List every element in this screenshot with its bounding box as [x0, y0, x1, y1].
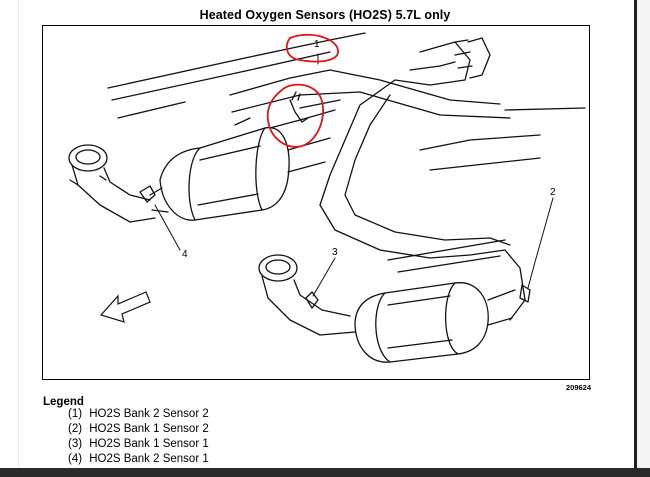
- legend-item-label: HO2S Bank 2 Sensor 1: [89, 453, 209, 465]
- sensor-2-body: [519, 284, 531, 303]
- legend-item-label: HO2S Bank 1 Sensor 1: [89, 438, 209, 450]
- front-direction-arrow-icon: [99, 291, 151, 323]
- legend-item: (2) HO2S Bank 1 Sensor 2: [68, 423, 209, 435]
- callout-3-label: 3: [332, 247, 338, 258]
- legend-title: Legend: [43, 396, 84, 408]
- diagram-title: Heated Oxygen Sensors (HO2S) 5.7L only: [199, 8, 451, 22]
- frame-rails: [107, 32, 586, 273]
- legend-item-number: (2): [68, 423, 83, 435]
- viewer-scroll-strip[interactable]: [637, 0, 650, 477]
- viewer-bottom-bar: [0, 468, 650, 477]
- callout-1-label: 1: [314, 39, 320, 50]
- legend-item-number: (4): [68, 453, 83, 465]
- legend-item-number: (3): [68, 438, 83, 450]
- figure-id: 209624: [566, 383, 592, 392]
- highlight-sensor-1: [266, 83, 324, 148]
- left-catalytic-converter: [149, 127, 331, 221]
- callout-4-label: 4: [182, 249, 188, 260]
- legend-item: (3) HO2S Bank 1 Sensor 1: [68, 438, 209, 450]
- sensor-1-body: [289, 99, 309, 123]
- legend-item-label: HO2S Bank 2 Sensor 2: [89, 408, 209, 420]
- right-catalytic-converter: [354, 282, 516, 363]
- callout-leaders: [154, 53, 554, 297]
- right-exhaust-flange: [258, 254, 356, 336]
- callout-2-label: 2: [550, 187, 556, 198]
- left-exhaust-flange: [68, 144, 156, 223]
- red-highlight-marks: [266, 33, 339, 148]
- legend-item-label: HO2S Bank 1 Sensor 2: [89, 423, 209, 435]
- viewer-right-rule: [634, 0, 637, 477]
- crossover-pipe: [269, 37, 526, 321]
- legend-item: (1) HO2S Bank 2 Sensor 2: [68, 408, 209, 420]
- sensor-4-body: [139, 185, 156, 203]
- sensor-1-tip: [291, 91, 301, 101]
- legend-item: (4) HO2S Bank 2 Sensor 1: [68, 453, 209, 465]
- diagram-frame: [42, 25, 590, 380]
- highlight-callout-1: [285, 33, 339, 63]
- sensor-3-body: [305, 291, 319, 309]
- viewer-left-edge: [0, 0, 19, 477]
- legend-item-number: (1): [68, 408, 83, 420]
